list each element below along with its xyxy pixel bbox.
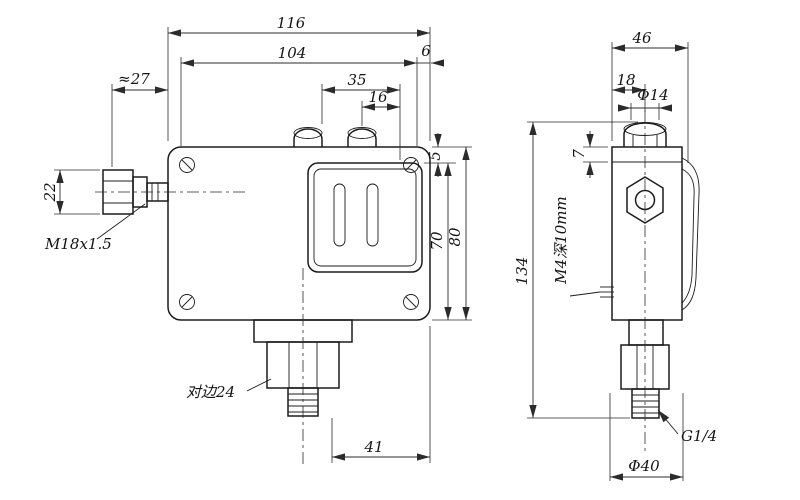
side-cover-depth-dim: 7 [570, 149, 588, 159]
front-inner-width-dim: 104 [278, 44, 307, 62]
side-overall-height-dim: 134 [513, 257, 531, 286]
front-dimension-lines [54, 27, 472, 463]
wrench-flats-label: 对边24 [186, 383, 235, 401]
side-dimension-lines [527, 42, 689, 481]
side-body-outline [600, 122, 700, 321]
mounting-flange [681, 157, 700, 311]
front-body-outline [167, 146, 431, 321]
front-port-offset-dim: 41 [363, 438, 383, 456]
front-window-height-dim: 70 [428, 231, 446, 251]
front-view: 116 104 6 35 16 ≈27 22 5 70 80 M18x1.5 对… [41, 14, 472, 464]
front-body-height-dim: 80 [446, 227, 464, 247]
gland-thread-label: M18x1.5 [44, 235, 112, 253]
front-terminal-offset-dim: 16 [368, 88, 388, 106]
pressure-thread-leader [657, 409, 679, 435]
side-view: 46 18 Φ14 7 134 M4深10mm G1/4 Φ40 [513, 29, 717, 481]
screw-slot-icon [405, 159, 417, 171]
screw-slot-icon [181, 159, 193, 171]
screw-slot-icon [181, 296, 193, 308]
mounting-screw-label: M4深10mm [552, 196, 570, 284]
front-cable-gland [95, 169, 247, 215]
front-window [307, 162, 423, 273]
front-gland-length-dim: ≈27 [118, 70, 150, 88]
front-bottom-connection [253, 268, 353, 464]
mounting-screw-leader [569, 291, 601, 297]
gland-thread-leader [96, 203, 146, 240]
wrench-flats-leader [246, 378, 272, 392]
side-depth-dim: 46 [631, 29, 652, 47]
screw-slot-icon [405, 296, 417, 308]
pressure-thread-label: G1/4 [681, 427, 717, 445]
side-cap-diameter-dim: Φ14 [637, 86, 668, 104]
front-overall-width-dim: 116 [277, 14, 306, 32]
side-bottom-connection [620, 110, 670, 455]
front-terminal-caps [293, 127, 377, 147]
side-base-diameter-dim: Φ40 [628, 457, 660, 475]
front-cover-edge-dim: 5 [426, 151, 444, 161]
front-gland-height-dim: 22 [41, 182, 59, 202]
hex-boss [626, 176, 664, 224]
side-cap-offset-dim: 18 [616, 71, 635, 89]
front-terminal-span-dim: 35 [347, 71, 366, 89]
front-right-offset-dim: 6 [421, 42, 431, 60]
